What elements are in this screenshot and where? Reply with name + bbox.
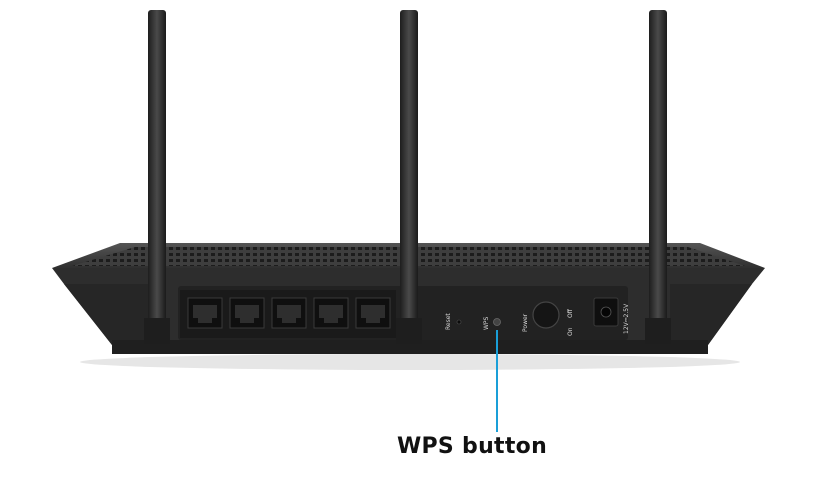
antenna-right	[645, 10, 671, 344]
wps-callout-label: WPS button	[396, 434, 548, 459]
power-off-label: Off	[567, 308, 574, 318]
ethernet-port-5[interactable]	[355, 297, 391, 329]
ethernet-port-4[interactable]	[313, 297, 349, 329]
antenna-left	[144, 10, 170, 344]
ethernet-ports	[187, 297, 391, 329]
dc-power-jack-hole	[600, 306, 612, 318]
reset-pinhole[interactable]	[456, 319, 462, 325]
ethernet-port-3[interactable]	[271, 297, 307, 329]
power-on-label: On	[567, 327, 574, 336]
router-shadow	[80, 354, 740, 370]
wps-label: WPS	[483, 316, 490, 330]
wps-button[interactable]	[493, 318, 501, 326]
router-left-wing	[64, 284, 150, 345]
dc-in-label: 12V⎓2.5V	[623, 303, 630, 334]
power-label: Power	[522, 313, 529, 332]
ethernet-port-1[interactable]	[187, 297, 223, 329]
router-right-wing	[670, 284, 752, 345]
power-button[interactable]	[532, 301, 560, 329]
antenna-center	[396, 10, 422, 344]
reset-label: Reset	[445, 313, 452, 330]
ethernet-port-2[interactable]	[229, 297, 265, 329]
router-base	[112, 340, 708, 354]
